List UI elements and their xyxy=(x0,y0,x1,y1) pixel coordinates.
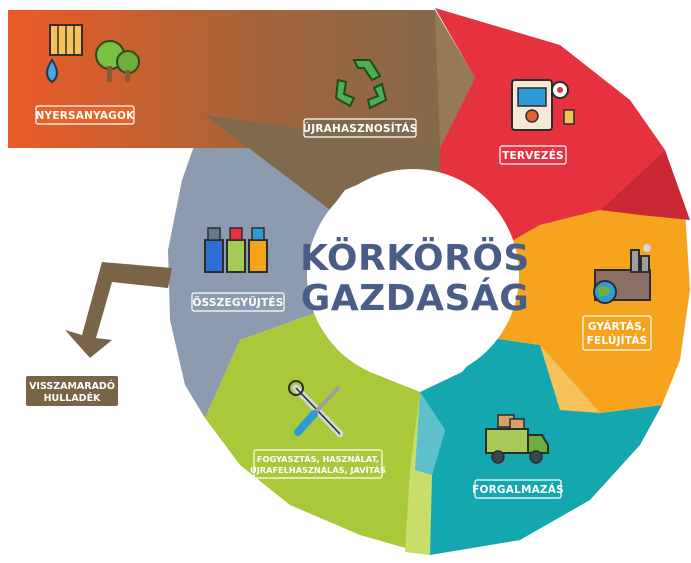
label-ujrahasznositas: ÚJRAHASZNOSÍTÁS xyxy=(303,118,418,138)
svg-text:ÚJRAFELHASZNÁLÁS, JAVÍTÁS: ÚJRAFELHASZNÁLÁS, JAVÍTÁS xyxy=(250,464,386,475)
label-visszamarado-hulladek: VISSZAMARADÓ HULLADÉK xyxy=(26,376,118,406)
label-tervezes: TERVEZÉS xyxy=(499,145,567,165)
segment-ujrahasznositas-arrow xyxy=(435,10,475,148)
svg-text:FELÚJÍTÁS: FELÚJÍTÁS xyxy=(587,334,648,347)
svg-text:NYERSANYAGOK: NYERSANYAGOK xyxy=(36,110,136,122)
waste-arrow xyxy=(65,262,172,358)
center-title-line1: KÖRKÖRÖS xyxy=(300,237,530,279)
svg-text:FOGYASZTÁS, HASZNÁLAT,: FOGYASZTÁS, HASZNÁLAT, xyxy=(257,453,379,464)
delivery-truck-icon xyxy=(485,414,549,464)
svg-text:GYÁRTÁS,: GYÁRTÁS, xyxy=(588,320,646,333)
label-forgalmazas: FORGALMAZÁS xyxy=(472,479,564,499)
label-osszegyujtes: ÖSSZEGYŰJTÉS xyxy=(191,292,285,312)
wrench-screwdriver-icon xyxy=(288,380,344,438)
label-fogyasztas: FOGYASZTÁS, HASZNÁLAT, ÚJRAFELHASZNÁLÁS,… xyxy=(250,449,386,479)
segment-fogyasztas xyxy=(205,310,445,555)
segment-tervezes-shade xyxy=(600,150,690,220)
center-title-line2: GAZDASÁG xyxy=(301,277,530,319)
svg-text:VISSZAMARADÓ: VISSZAMARADÓ xyxy=(29,380,115,392)
svg-text:ÚJRAHASZNOSÍTÁS: ÚJRAHASZNOSÍTÁS xyxy=(303,122,418,135)
svg-text:HULLADÉK: HULLADÉK xyxy=(44,392,101,404)
segment-gyartas-shade xyxy=(540,345,600,413)
svg-text:TERVEZÉS: TERVEZÉS xyxy=(502,149,564,162)
recycle-icon xyxy=(334,59,388,110)
center-circle xyxy=(307,169,519,381)
svg-text:ÖSSZEGYŰJTÉS: ÖSSZEGYŰJTÉS xyxy=(192,295,283,309)
segment-ujrahasznositas xyxy=(205,115,440,210)
recycling-bins-icon xyxy=(204,227,268,273)
planning-clipboard-icon xyxy=(511,79,575,131)
factory-globe-icon xyxy=(593,244,651,304)
segment-forgalmazas-shade xyxy=(415,392,445,475)
wheat-water-trees-icon xyxy=(46,24,140,84)
label-nyersanyagok: NYERSANYAGOK xyxy=(35,105,136,125)
label-gyartas: GYÁRTÁS, FELÚJÍTÁS xyxy=(582,315,652,351)
svg-text:FORGALMAZÁS: FORGALMAZÁS xyxy=(472,483,564,496)
